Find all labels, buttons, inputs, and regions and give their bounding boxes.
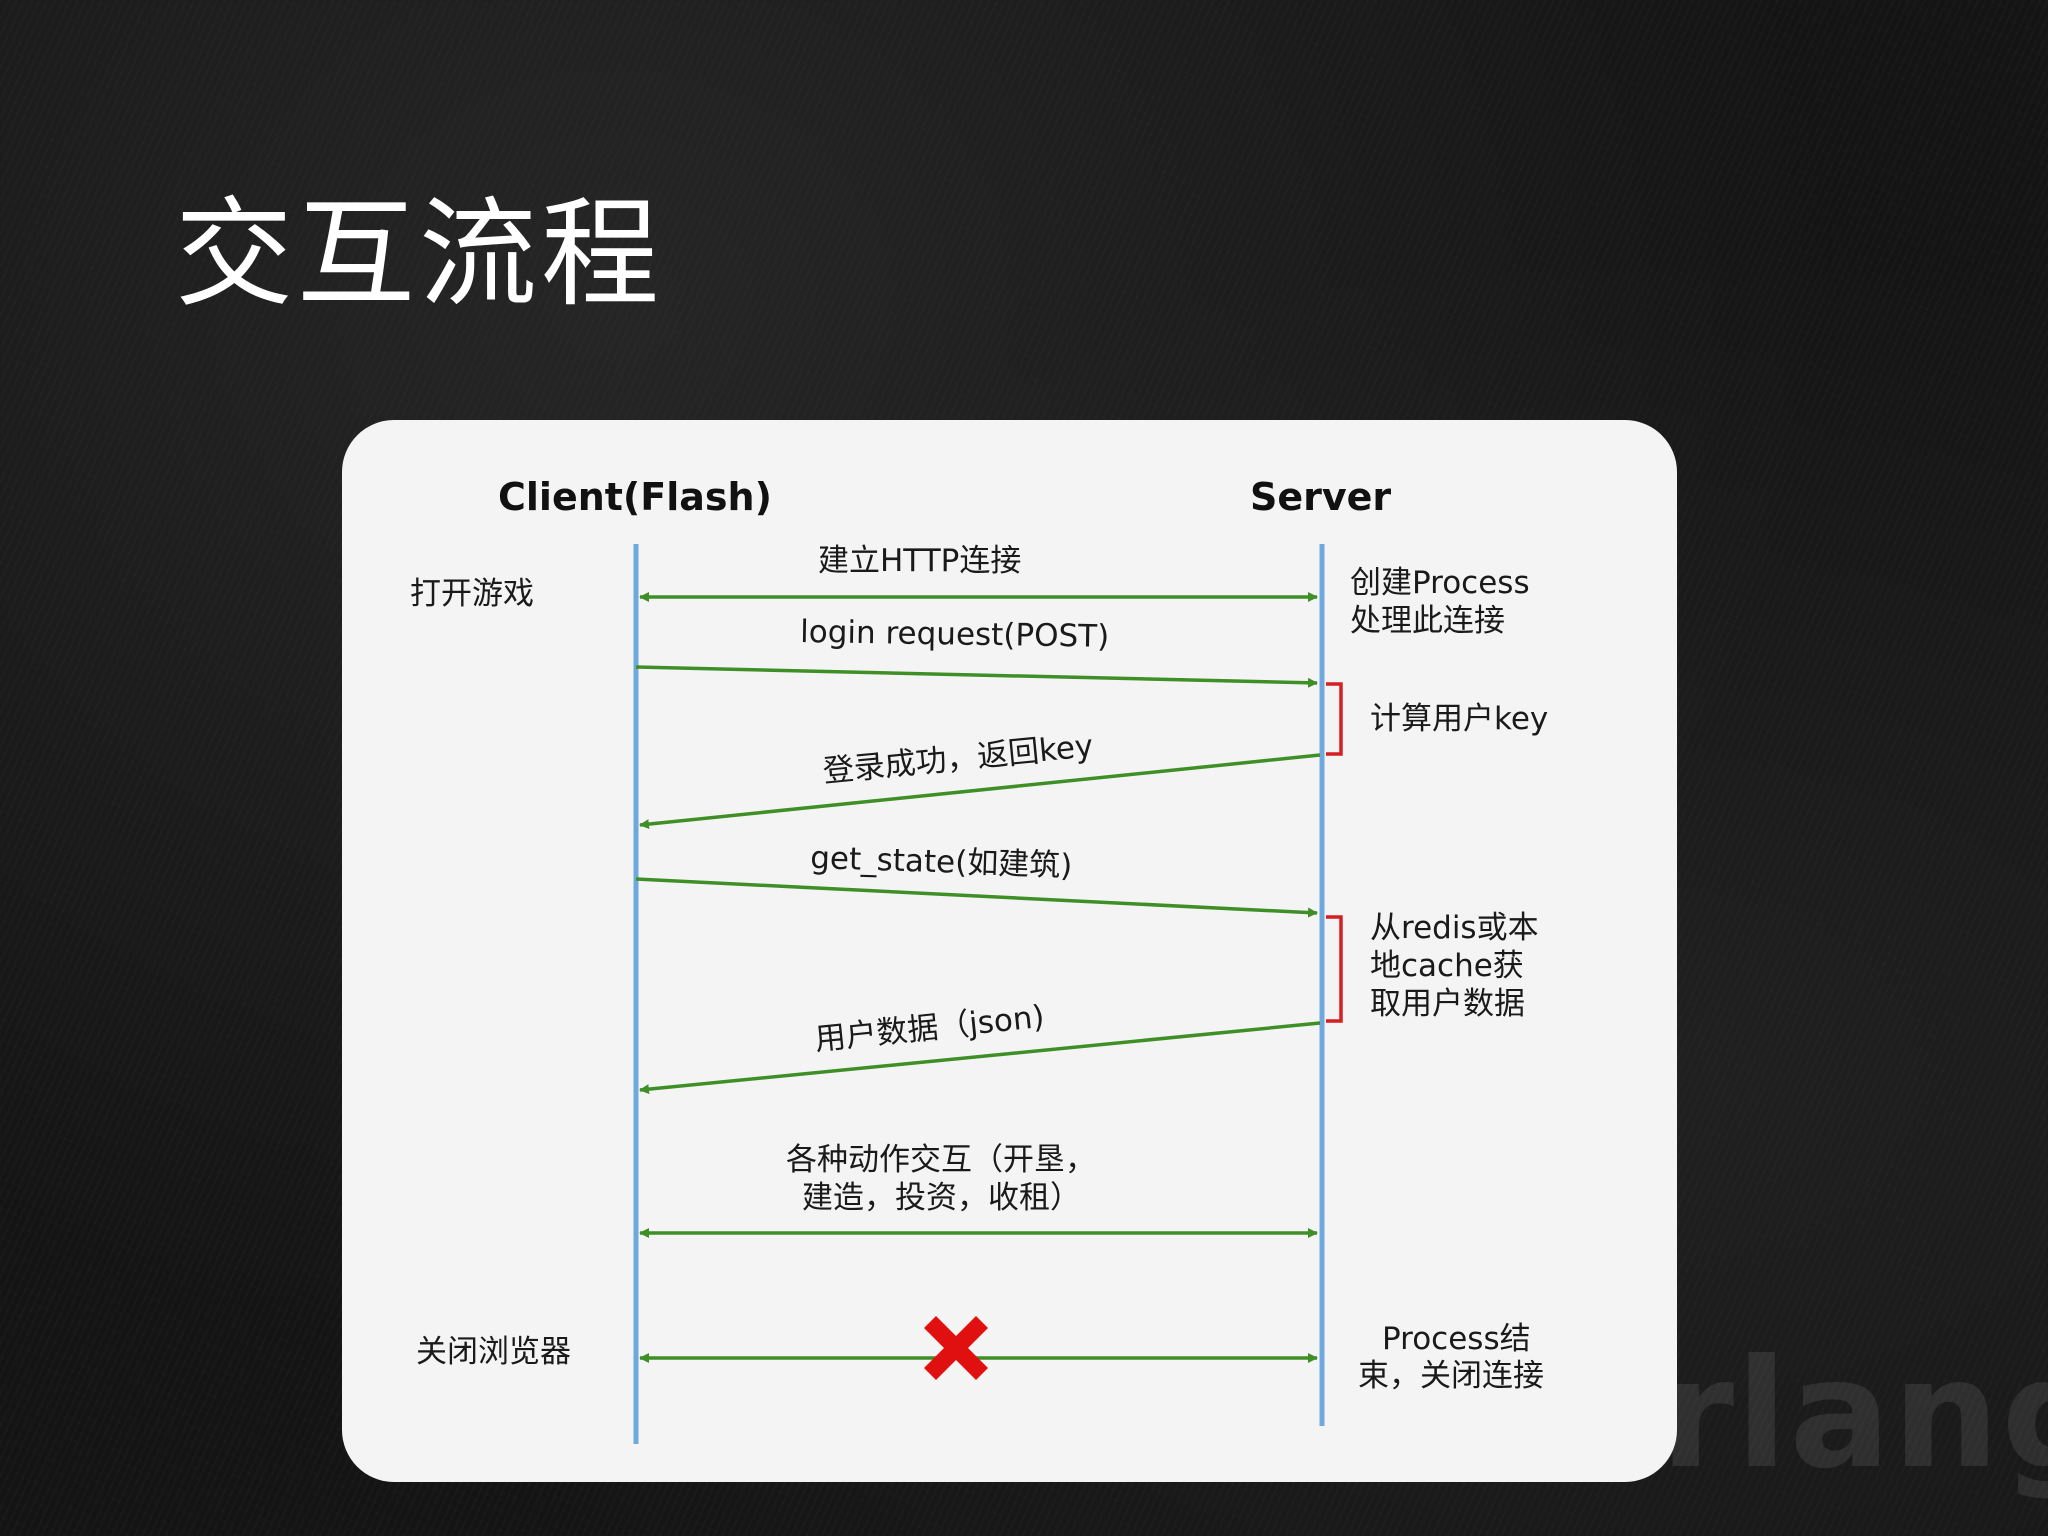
msg-get-state-label: get_state(如建筑) bbox=[810, 840, 1073, 884]
msg-login-success-arrow bbox=[639, 753, 1321, 830]
note-compute-key: 计算用户key bbox=[1370, 701, 1548, 737]
client-header: Client(Flash) bbox=[498, 475, 772, 519]
msg-actions-label-line2: 建造，投资，收租） bbox=[802, 1180, 1081, 1216]
sequence-diagram: Client(Flash) Server 打开游戏 关闭浏览器 建立HTTP连接… bbox=[410, 475, 1548, 1444]
msg-http-connect-label: 建立HTTP连接 bbox=[818, 543, 1021, 579]
note-fetch-data-line1: 从redis或本 bbox=[1370, 910, 1539, 946]
bracket-fetch-data bbox=[1326, 915, 1343, 1023]
msg-get-state-arrow bbox=[635, 877, 1318, 918]
msg-user-data-arrow bbox=[639, 1021, 1321, 1095]
note-create-process-line1: 创建Process bbox=[1350, 565, 1530, 601]
note-open-game: 打开游戏 bbox=[410, 576, 534, 612]
msg-login-request-arrow bbox=[635, 665, 1318, 688]
watermark: rlang bbox=[1660, 1328, 2048, 1502]
slide-title: 交互流程 bbox=[175, 185, 664, 323]
msg-user-data-label: 用户数据（json) bbox=[813, 999, 1046, 1058]
note-process-end-line1: Process结 bbox=[1382, 1321, 1531, 1357]
server-header: Server bbox=[1250, 475, 1391, 519]
note-close-browser: 关闭浏览器 bbox=[416, 1334, 571, 1370]
note-fetch-data-line2: 地cache获 bbox=[1370, 948, 1524, 984]
red-x-cross-icon bbox=[923, 1315, 989, 1381]
msg-login-request-label: login request(POST) bbox=[800, 614, 1110, 655]
note-fetch-data-line3: 取用户数据 bbox=[1370, 986, 1525, 1022]
note-create-process-line2: 处理此连接 bbox=[1350, 603, 1505, 639]
msg-actions-label-line1: 各种动作交互（开垦， bbox=[786, 1142, 1096, 1178]
bracket-compute-key bbox=[1326, 682, 1343, 756]
note-process-end-line2: 束，关闭连接 bbox=[1358, 1358, 1544, 1394]
sequence-diagram-card: Client(Flash) Server 打开游戏 关闭浏览器 建立HTTP连接… bbox=[342, 420, 1677, 1482]
